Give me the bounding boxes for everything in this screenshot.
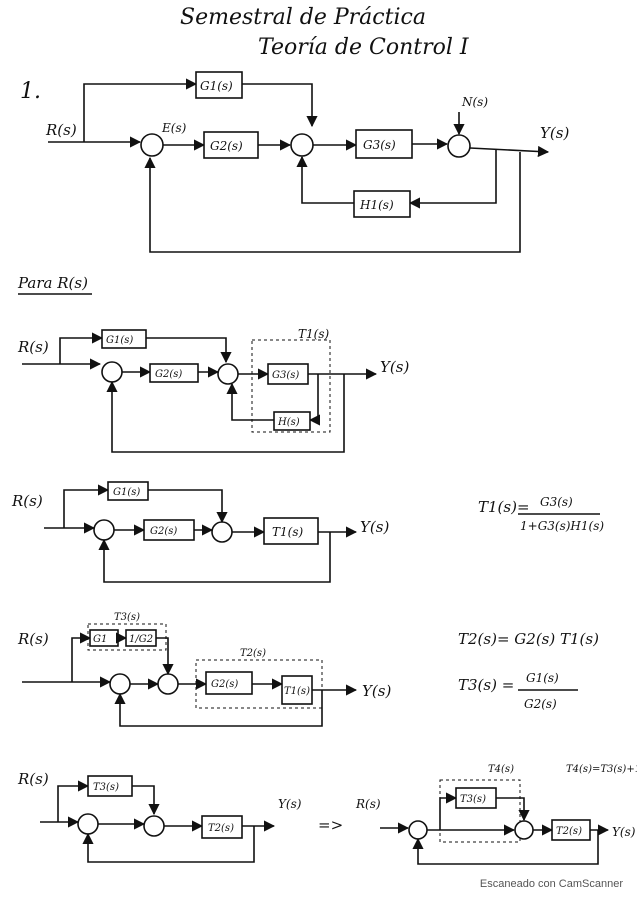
step3-output-label: Y(s) [362, 682, 391, 700]
title-line1: Semestral de Práctica [180, 5, 426, 30]
svg-text:1/G2: 1/G2 [129, 634, 153, 645]
problem-number: 1. [20, 79, 41, 104]
footer-watermark: Escaneado con CamScanner [479, 878, 623, 890]
svg-text:T1(s): T1(s) [284, 686, 310, 697]
step1-group-label: T1(s) [298, 327, 329, 341]
svg-text:T3(s): T3(s) [93, 782, 119, 793]
step1-block-h [273, 411, 311, 431]
step4-diagram: R(s) Y(s) T3(s) T2(s) [17, 770, 302, 863]
step5-output-label: Y(s) [612, 825, 636, 839]
svg-text:G1: G1 [93, 634, 107, 645]
svg-text:G2(s): G2(s) [211, 679, 238, 690]
svg-text:G2(s): G2(s) [155, 369, 182, 380]
step4-implies-arrow: => [318, 816, 343, 834]
step4-input-label: R(s) [17, 770, 49, 788]
summing-junction-2 [290, 133, 314, 157]
summing-junction-3 [447, 134, 471, 158]
main-error-label: E(s) [161, 121, 187, 135]
step5-diagram: R(s) Y(s) T4(s) T4(s)=T3(s)+1 T3(s) T2(s… [355, 764, 637, 865]
block-g2 [203, 131, 259, 159]
block-h1 [353, 190, 411, 218]
svg-text:T3(s) =: T3(s) = [458, 676, 514, 694]
step5-input-label: R(s) [355, 797, 381, 811]
step3-diagram: R(s) Y(s) T3(s) T2(s) G1 1/G2 G2(s) T1(s… [17, 612, 391, 727]
step2-block-t1 [263, 517, 319, 545]
svg-text:G1(s): G1(s) [526, 671, 559, 685]
svg-text:G3(s): G3(s) [272, 370, 299, 381]
block-g3 [355, 129, 413, 159]
step4-output-label: Y(s) [278, 797, 302, 811]
main-input-label: R(s) [45, 121, 77, 139]
step2-diagram: R(s) Y(s) G1(s) G2(s) T1(s) [11, 481, 389, 583]
step3-block-t1 [281, 675, 313, 705]
svg-text:T1(s)=: T1(s)= [478, 498, 530, 516]
step3-group-label-a: T3(s) [114, 612, 140, 623]
svg-text:T2(s): T2(s) [208, 823, 234, 834]
block-h1-label: H1(s) [359, 198, 394, 212]
equation-t3: T3(s) = G1(s) G2(s) [458, 671, 578, 711]
equation-t2: T2(s)= G2(s) T1(s) [458, 630, 599, 648]
svg-text:G2(s): G2(s) [150, 526, 177, 537]
block-g1-label: G1(s) [200, 79, 233, 93]
main-block-diagram: R(s) Y(s) E(s) N(s) G1(s) G2(s) G3(s) H1… [45, 71, 569, 253]
main-disturbance-label: N(s) [461, 95, 488, 109]
svg-text:T3(s): T3(s) [460, 794, 486, 805]
block-g2-label: G2(s) [210, 139, 243, 153]
step1-output-label: Y(s) [380, 358, 409, 376]
svg-text:T2(s): T2(s) [556, 826, 582, 837]
step1-block-g2 [149, 363, 199, 383]
svg-text:G1(s): G1(s) [106, 335, 133, 346]
step1-input-label: R(s) [17, 338, 49, 356]
equation-t4: T4(s)=T3(s)+1 [566, 764, 637, 775]
equation-t1: T1(s)= G3(s) 1+G3(s)H1(s) [478, 495, 604, 533]
step3-group-label-b: T2(s) [240, 648, 266, 659]
step3-input-label: R(s) [17, 630, 49, 648]
block-g1 [195, 71, 243, 99]
section-label: Para R(s) [17, 274, 88, 292]
step2-block-g1 [107, 481, 149, 501]
step5-group-label: T4(s) [488, 764, 514, 775]
svg-text:G1(s): G1(s) [113, 487, 140, 498]
summing-junction-1 [140, 133, 164, 157]
step1-diagram: R(s) Y(s) T1(s) G1(s) G2(s) G3(s) H(s) [17, 327, 409, 453]
step3-block-g2 [205, 671, 253, 695]
title-line2: Teoría de Control I [258, 35, 470, 60]
block-g3-label: G3(s) [363, 138, 396, 152]
svg-text:G3(s): G3(s) [540, 495, 573, 509]
svg-text:G2(s): G2(s) [524, 697, 557, 711]
svg-text:T1(s): T1(s) [272, 525, 303, 539]
svg-text:H(s): H(s) [277, 417, 300, 428]
step4-block-t2 [201, 815, 243, 839]
step2-input-label: R(s) [11, 492, 43, 510]
svg-text:1+G3(s)H1(s): 1+G3(s)H1(s) [520, 519, 604, 533]
step2-output-label: Y(s) [360, 518, 389, 536]
step1-block-g1 [101, 329, 147, 349]
main-output-label: Y(s) [540, 124, 569, 142]
